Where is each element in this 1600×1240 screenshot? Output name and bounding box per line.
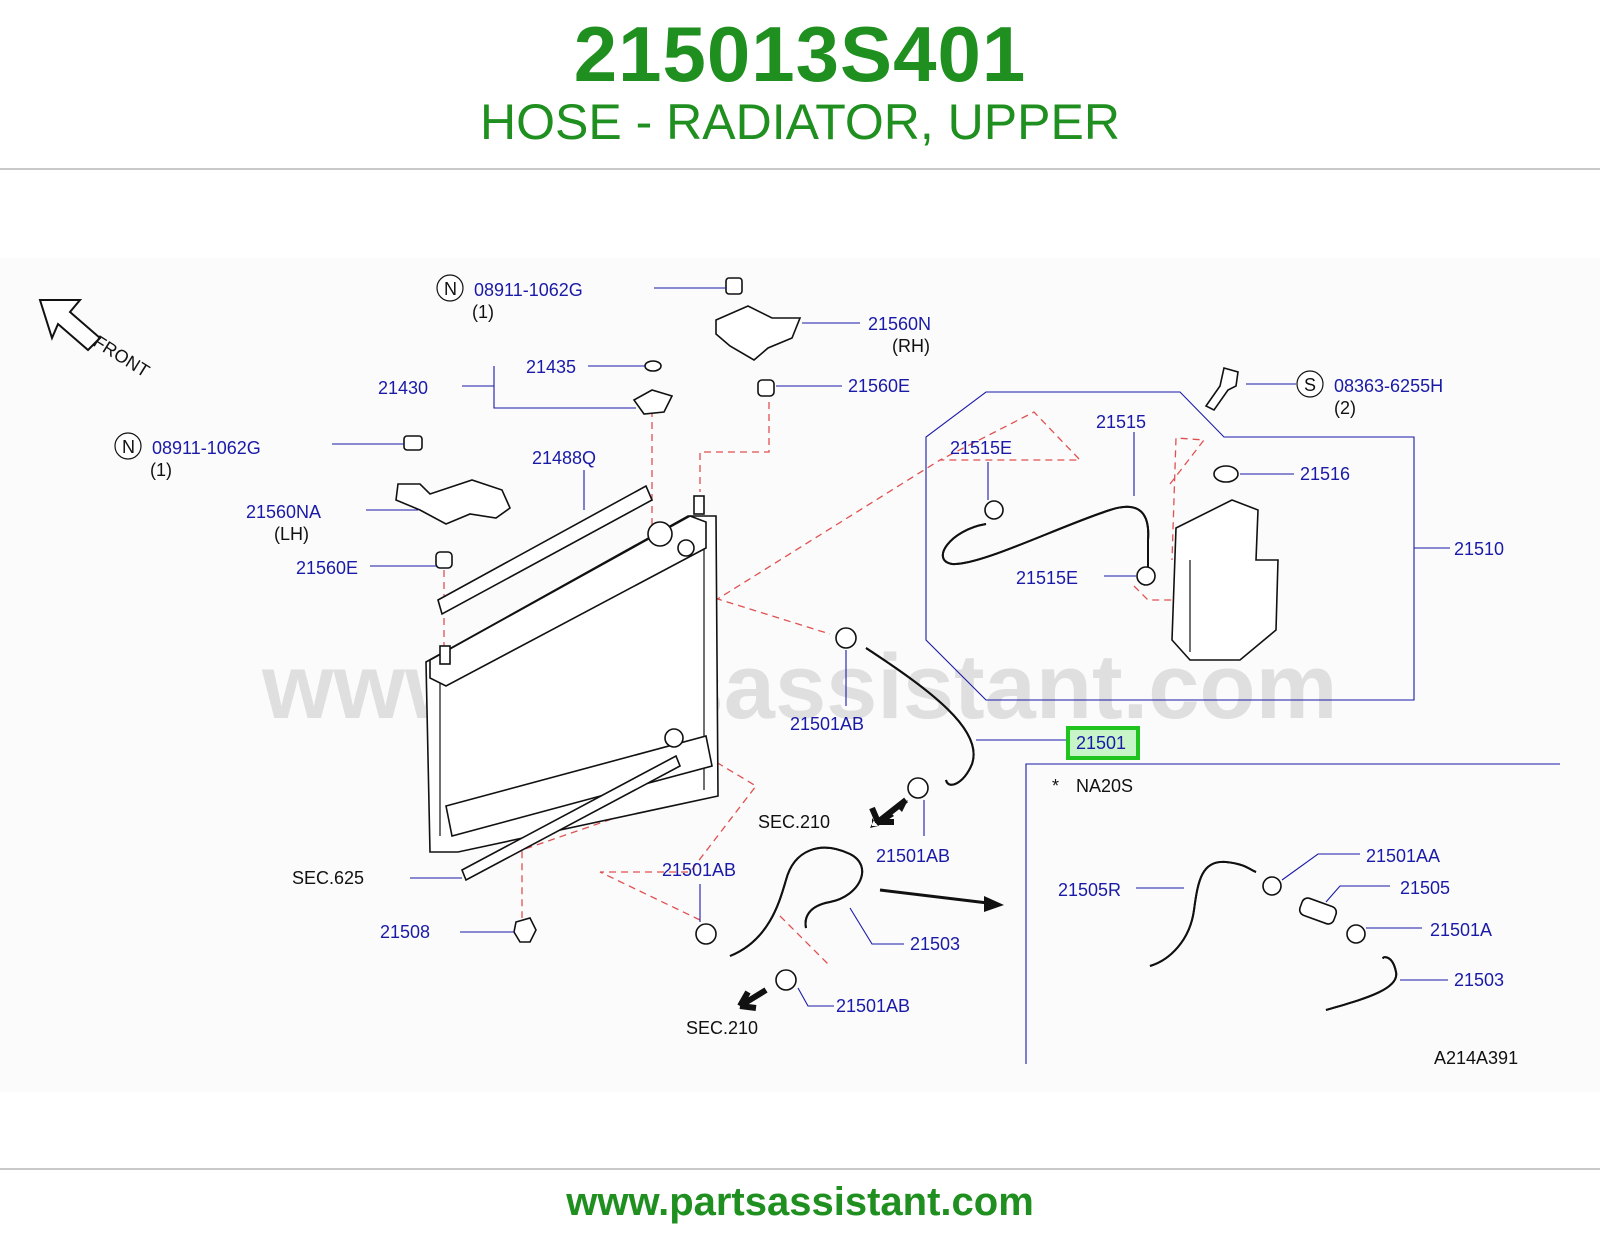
label-variant-hose-lower[interactable]: 21503 (1454, 970, 1504, 990)
label-bracket-rh-side: (RH) (892, 336, 930, 356)
nut-top-badge: N (436, 274, 464, 302)
part-name-subtitle: HOSE - RADIATOR, UPPER (480, 94, 1120, 150)
radiator-core (425, 495, 719, 853)
sec210-bottom-arrow-icon (737, 987, 768, 1011)
label-bracket-rh[interactable]: 21560N (868, 314, 931, 334)
label-nut-left-qty: (1) (150, 460, 172, 480)
label-upper-clamp-lower[interactable]: 21501AB (876, 846, 950, 866)
label-bolt-qty: (2) (1334, 398, 1356, 418)
label-sec625[interactable]: SEC.625 (292, 868, 364, 888)
footer-divider (0, 1168, 1600, 1170)
variant-hose-r-icon (1149, 860, 1257, 967)
label-lower-hose[interactable]: 21503 (910, 934, 960, 954)
cap-gasket-icon (644, 360, 662, 372)
label-upper-clamp[interactable]: 21501AB (790, 714, 864, 734)
leader-cap (493, 366, 636, 409)
variant-pointer-line (879, 888, 997, 906)
leader-variant-connector (1325, 885, 1390, 903)
upper-hose-icon (865, 647, 975, 786)
nut-top-icon (725, 277, 743, 295)
label-lower-clamp-2[interactable]: 21501AB (836, 996, 910, 1016)
leader-lower-clamp-2 (797, 987, 834, 1007)
reservoir-tank-icon (1171, 499, 1279, 661)
header-divider (0, 168, 1600, 170)
diagram-canvas (0, 258, 1600, 1092)
variant-hose-lower-icon (1325, 956, 1398, 1011)
label-mount-upper-lh[interactable]: 21560E (296, 558, 358, 578)
radiator-seal-lower (460, 754, 682, 882)
part-number-title: 215013S401 (573, 10, 1027, 98)
label-variant-clamp-a[interactable]: 21501A (1430, 920, 1492, 940)
label-upper-hose: 21501 (1076, 733, 1126, 753)
label-mount-upper-rh[interactable]: 21560E (848, 376, 910, 396)
guide-bolt (1169, 437, 1206, 561)
label-reservoir-hose[interactable]: 21515 (1096, 412, 1146, 432)
reservoir-cap-icon (1213, 465, 1239, 483)
label-reservoir-clamp-2[interactable]: 21515E (1016, 568, 1078, 588)
label-variant-clamp-aa[interactable]: 21501AA (1366, 846, 1440, 866)
leader-variant-clamp-aa (1281, 853, 1360, 881)
bolt-badge: S (1296, 370, 1324, 398)
label-variant-hose-r[interactable]: 21505R (1058, 880, 1121, 900)
label-cap-group[interactable]: 21430 (378, 378, 428, 398)
lower-hose-icon (729, 846, 863, 957)
guide-mount-rh (699, 402, 770, 492)
label-reservoir[interactable]: 21510 (1454, 539, 1504, 559)
footer-url[interactable]: www.partsassistant.com (566, 1180, 1034, 1224)
label-sec210-bottom[interactable]: SEC.210 (686, 1018, 758, 1038)
radiator-cap-icon (632, 360, 674, 415)
front-arrow-icon (38, 299, 102, 352)
label-mount-lower[interactable]: 21508 (380, 922, 430, 942)
variant-clamp-aa-icon (1262, 876, 1282, 896)
label-nut-left[interactable]: 08911-1062G (152, 438, 261, 458)
sec210-top-arrow-icon-stroke (869, 797, 908, 825)
outlet-pipe-icon (664, 728, 684, 748)
nut-left-badge: N (114, 432, 142, 460)
highlight-upper-hose[interactable]: 21501 (1066, 726, 1140, 760)
leader-lower-hose (849, 907, 904, 945)
svg-text:N: N (122, 437, 135, 457)
upper-clamp-lower-icon (907, 777, 929, 799)
lower-clamp-2-icon (775, 969, 797, 991)
label-lower-clamp-1[interactable]: 21501AB (662, 860, 736, 880)
bracket-rh-icon (715, 277, 802, 397)
reservoir-clamp-2-icon (1136, 566, 1156, 586)
filler-neck-icon (647, 521, 673, 547)
mount-rh-icon (757, 379, 775, 397)
reservoir-hose-icon (941, 505, 1150, 570)
guide-clamp-lower (1133, 585, 1176, 601)
bracket-lh-icon (395, 435, 511, 569)
svg-text:S: S (1304, 375, 1316, 395)
reservoir-group-frame (925, 391, 1415, 701)
radiator-seal-upper (437, 484, 654, 616)
upper-clamp-icon (835, 627, 857, 649)
mount-lh-icon (435, 551, 453, 569)
label-seal[interactable]: 21488Q (532, 448, 596, 468)
label-reservoir-cap[interactable]: 21516 (1300, 464, 1350, 484)
label-variant-connector[interactable]: 21505 (1400, 878, 1450, 898)
nut-left-icon (403, 435, 423, 451)
bolt-icon (1204, 366, 1239, 412)
variant-frame (1025, 763, 1560, 1064)
variant-connector-icon (1298, 897, 1338, 925)
variant-note-star: * (1052, 776, 1059, 796)
variant-clamp-a-icon (1346, 924, 1366, 944)
variant-pointer-arrow-icon (984, 896, 1004, 912)
guide-lower-hose (599, 743, 757, 921)
label-reservoir-clamp-1[interactable]: 21515E (950, 438, 1012, 458)
label-bolt[interactable]: 08363-6255H (1334, 376, 1443, 396)
diagram-code: A214A391 (1434, 1048, 1518, 1068)
label-sec210-top[interactable]: SEC.210 (758, 812, 830, 832)
label-nut-top[interactable]: 08911-1062G (474, 280, 583, 300)
page-header: 215013S401 HOSE - RADIATOR, UPPER (0, 0, 1600, 168)
label-bracket-lh-side: (LH) (274, 524, 309, 544)
label-bracket-lh[interactable]: 21560NA (246, 502, 321, 522)
label-cap-gasket[interactable]: 21435 (526, 357, 576, 377)
reservoir-clamp-1-icon (984, 500, 1004, 520)
variant-note: NA20S (1076, 776, 1133, 796)
label-nut-top-qty: (1) (472, 302, 494, 322)
svg-text:N: N (444, 279, 457, 299)
lower-clamp-1-icon (695, 923, 717, 945)
